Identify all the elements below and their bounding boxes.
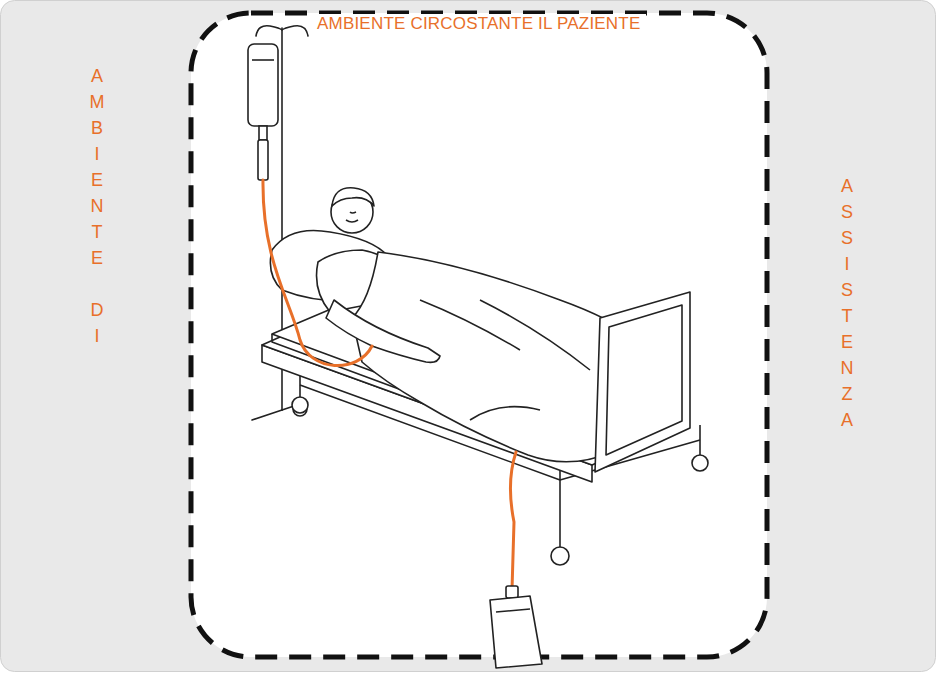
- bed-part: [692, 455, 708, 471]
- patient-part: [332, 188, 374, 206]
- patient-part: [270, 230, 392, 301]
- tubes-part: [263, 180, 372, 366]
- patient-part: [331, 191, 373, 233]
- zone-heading: AMBIENTE CIRCOSTANTE IL PAZIENTE: [311, 14, 646, 33]
- footboard: [595, 292, 690, 472]
- tubes: [263, 180, 516, 590]
- patient-part: [317, 250, 399, 312]
- iv-pole-part: [293, 402, 307, 416]
- dashed-zone-outline: [188, 10, 770, 660]
- footboard-part: [606, 305, 682, 455]
- patient-part: [346, 212, 358, 222]
- tubes-part: [510, 452, 516, 590]
- iv-bag-part: [248, 44, 278, 126]
- iv-bag: [248, 44, 278, 180]
- iv-pole-part: [252, 410, 282, 420]
- bed-part: [262, 345, 592, 482]
- dashed-zone-border: [191, 13, 767, 657]
- bed-part: [551, 547, 569, 565]
- patient-part: [420, 300, 590, 420]
- bed-part: [699, 425, 701, 455]
- urine-bag-part: [496, 609, 530, 612]
- bed-part: [300, 385, 700, 480]
- iv-pole: [252, 26, 308, 420]
- bed-part: [262, 305, 682, 465]
- bed-part: [299, 358, 301, 398]
- iv-bag-part: [252, 59, 274, 61]
- iv-bag-part: [259, 126, 267, 140]
- patient-part: [326, 300, 440, 362]
- patient-zone: AMBIENTE CIRCOSTANTE IL PAZIENTE: [188, 10, 770, 660]
- patient-part: [352, 252, 640, 462]
- outer-panel-heading: AMBIENTE DI: [88, 66, 106, 352]
- urine-bag: [490, 586, 542, 668]
- bed-part: [272, 334, 585, 458]
- bed-part: [292, 397, 308, 413]
- footboard-part: [595, 292, 690, 472]
- outer-panel-heading: ASSISTENZA: [838, 176, 856, 436]
- bed-part: [559, 470, 561, 548]
- bed: [262, 298, 708, 565]
- urine-bag-part: [506, 586, 518, 598]
- iv-pole-part: [282, 404, 300, 410]
- iv-pole-part: [281, 28, 283, 410]
- patient: [270, 188, 640, 462]
- bed-part: [272, 298, 670, 450]
- iv-bag-part: [258, 140, 268, 180]
- iv-pole-part: [256, 26, 308, 36]
- urine-bag-part: [490, 596, 542, 668]
